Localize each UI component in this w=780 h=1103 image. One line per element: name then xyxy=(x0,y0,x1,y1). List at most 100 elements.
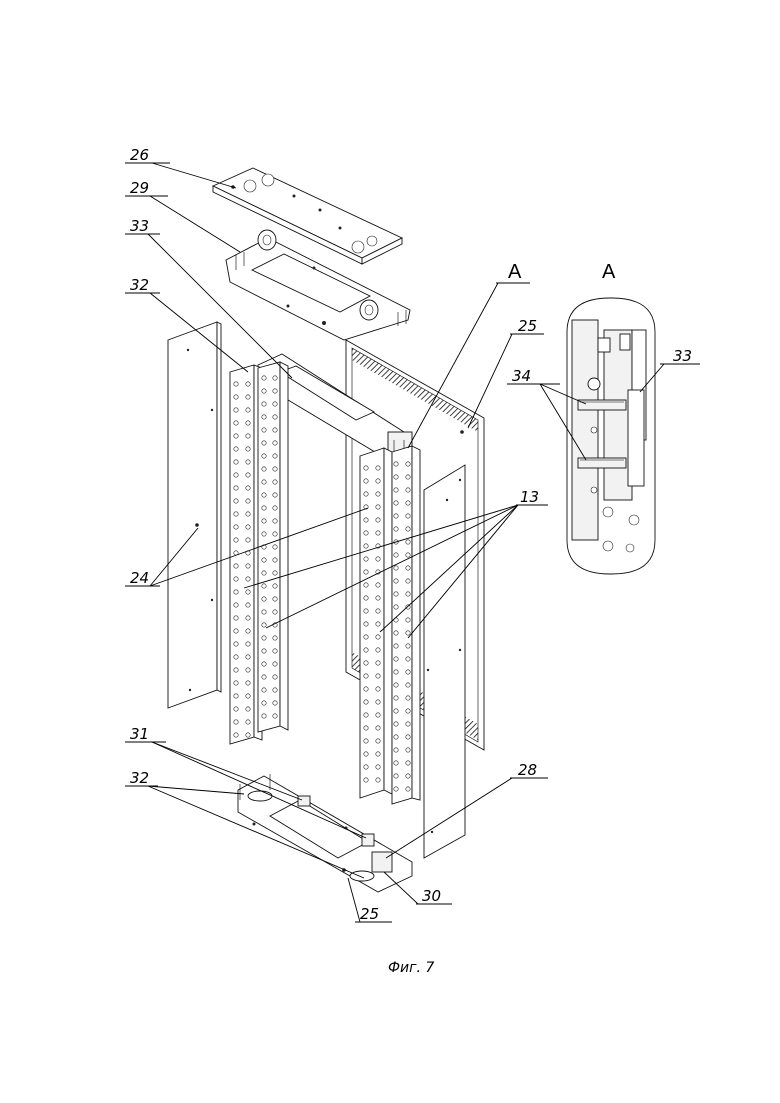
post-hole xyxy=(364,622,368,626)
post-hole xyxy=(364,726,368,730)
post-hole xyxy=(234,525,238,529)
post-hole xyxy=(394,748,398,752)
post-hole xyxy=(406,501,410,505)
post-hole xyxy=(273,519,277,523)
post-hole xyxy=(273,467,277,471)
post-hole xyxy=(234,564,238,568)
post-hole xyxy=(273,636,277,640)
post-hole xyxy=(394,592,398,596)
post-hole xyxy=(394,774,398,778)
post-hole xyxy=(394,735,398,739)
post-hole xyxy=(406,631,410,635)
post-hole xyxy=(234,642,238,646)
post-hole xyxy=(234,694,238,698)
post-hole xyxy=(376,674,380,678)
post-hole xyxy=(262,597,266,601)
post-hole xyxy=(406,488,410,492)
post-hole xyxy=(364,609,368,613)
post-hole xyxy=(364,583,368,587)
post-hole xyxy=(406,514,410,518)
post-hole xyxy=(246,408,250,412)
post-hole xyxy=(234,720,238,724)
post-hole xyxy=(364,518,368,522)
post-hole xyxy=(406,735,410,739)
post-hole xyxy=(364,479,368,483)
post-hole xyxy=(234,733,238,737)
post-hole xyxy=(262,623,266,627)
post-hole xyxy=(406,709,410,713)
post-hole xyxy=(376,466,380,470)
label-34: 34 xyxy=(512,367,531,385)
post-hole xyxy=(262,376,266,380)
post-hole xyxy=(364,596,368,600)
post-hole xyxy=(246,499,250,503)
post-hole xyxy=(406,540,410,544)
left-side-panel xyxy=(168,322,221,708)
post-hole xyxy=(246,668,250,672)
post-hole xyxy=(364,531,368,535)
post-hole xyxy=(246,525,250,529)
post-hole xyxy=(406,644,410,648)
post-hole xyxy=(262,506,266,510)
post-hole xyxy=(394,553,398,557)
post-hole xyxy=(262,584,266,588)
post-hole xyxy=(376,687,380,691)
post-hole xyxy=(376,505,380,509)
post-hole xyxy=(394,527,398,531)
post-hole xyxy=(406,579,410,583)
label-33-left: 33 xyxy=(130,217,149,235)
post-hole xyxy=(364,661,368,665)
post-hole xyxy=(262,467,266,471)
post-hole xyxy=(246,473,250,477)
post-hole xyxy=(376,739,380,743)
post-hole xyxy=(273,701,277,705)
post-hole xyxy=(246,655,250,659)
post-hole xyxy=(234,616,238,620)
post-hole xyxy=(246,538,250,542)
post-hole xyxy=(364,635,368,639)
post-hole xyxy=(376,583,380,587)
post-hole xyxy=(394,475,398,479)
post-hole xyxy=(364,570,368,574)
post-hole xyxy=(406,670,410,674)
post-hole xyxy=(273,714,277,718)
label-32-bottom: 32 xyxy=(130,769,149,787)
post-hole xyxy=(273,571,277,575)
post-hole xyxy=(406,748,410,752)
post-hole xyxy=(273,584,277,588)
post-hole xyxy=(364,687,368,691)
post-hole xyxy=(364,492,368,496)
post-hole xyxy=(273,415,277,419)
post-hole xyxy=(406,462,410,466)
post-hole xyxy=(246,421,250,425)
post-hole xyxy=(394,514,398,518)
label-13: 13 xyxy=(520,488,539,506)
post-hole xyxy=(376,596,380,600)
post-hole xyxy=(364,778,368,782)
post-hole xyxy=(273,649,277,653)
post-hole xyxy=(234,577,238,581)
post-hole xyxy=(273,389,277,393)
top-plate xyxy=(213,168,402,264)
post-hole xyxy=(364,544,368,548)
post-hole xyxy=(234,707,238,711)
post-hole xyxy=(234,421,238,425)
label-32-top: 32 xyxy=(130,276,149,294)
post-hole xyxy=(262,493,266,497)
label-24: 24 xyxy=(130,569,149,587)
post-hole xyxy=(262,688,266,692)
post-hole xyxy=(262,389,266,393)
label-31: 31 xyxy=(130,725,149,743)
post-hole xyxy=(273,545,277,549)
detail-a-view xyxy=(567,298,655,574)
post-hole xyxy=(376,661,380,665)
post-hole xyxy=(376,752,380,756)
post-hole xyxy=(406,592,410,596)
post-hole xyxy=(364,713,368,717)
post-hole xyxy=(234,434,238,438)
post-hole xyxy=(246,512,250,516)
post-hole xyxy=(246,434,250,438)
post-hole xyxy=(394,761,398,765)
post-hole xyxy=(376,765,380,769)
